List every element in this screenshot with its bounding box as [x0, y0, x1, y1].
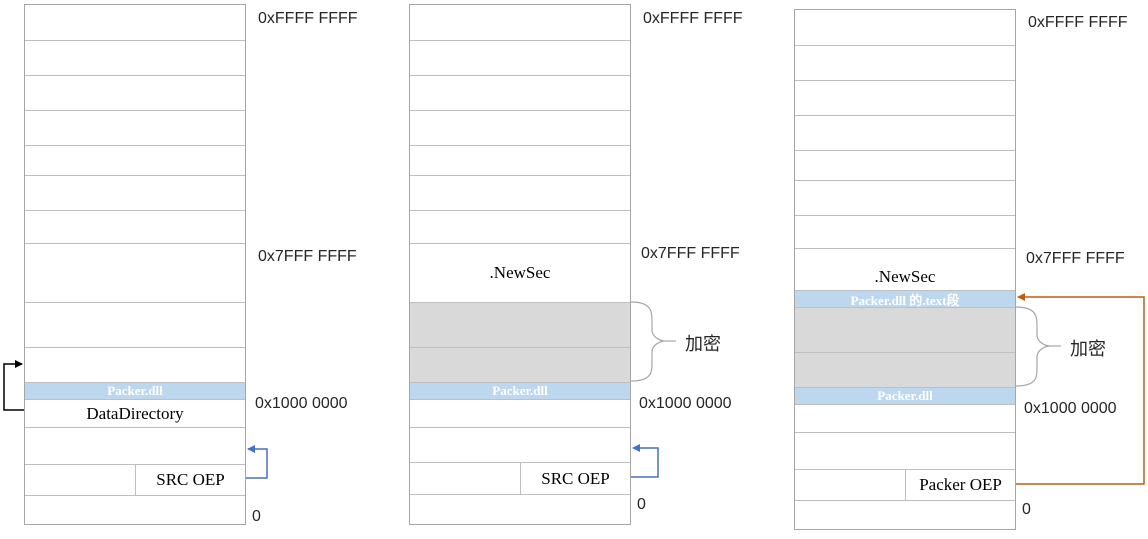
address-top: 0xFFFF FFFF — [258, 10, 358, 27]
memory-row — [795, 45, 1015, 80]
packer-oep-arrow — [1016, 293, 1145, 485]
memory-row — [410, 210, 630, 243]
memory-row — [25, 75, 245, 110]
memory-column-1: Packer.dll DataDirectory SRC OEP — [24, 4, 246, 525]
address-zero: 0 — [1022, 501, 1031, 518]
data-directory-label: DataDirectory — [86, 403, 184, 423]
packer-text-section: Packer.dll 的.text段 — [795, 290, 1015, 308]
new-sec-label: .NewSec — [489, 263, 551, 282]
encrypt-brace — [630, 301, 665, 382]
packer-dll-section: Packer.dll — [410, 382, 630, 399]
memory-row — [410, 110, 630, 145]
address-low: 0x1000 0000 — [255, 395, 348, 412]
memory-row — [25, 347, 245, 382]
encrypted-section — [410, 302, 630, 347]
memory-row — [795, 500, 1015, 531]
memory-row — [410, 145, 630, 175]
address-zero: 0 — [252, 508, 261, 525]
address-zero: 0 — [637, 496, 646, 513]
data-directory-row: DataDirectory — [25, 399, 245, 427]
src-oep-box: SRC OEP — [520, 463, 630, 494]
memory-row — [25, 40, 245, 75]
data-directory-arrow — [3, 360, 24, 411]
new-sec-label: .NewSec — [874, 266, 936, 286]
address-low: 0x1000 0000 — [639, 395, 732, 412]
packer-oep-row: Packer OEP — [795, 469, 1015, 500]
encrypted-section — [795, 352, 1015, 387]
src-oep-arrow — [631, 444, 659, 478]
memory-row — [795, 404, 1015, 432]
memory-row — [25, 110, 245, 145]
encrypt-label: 加密 — [1070, 339, 1106, 360]
memory-row — [795, 115, 1015, 150]
memory-row — [25, 175, 245, 210]
memory-row — [795, 180, 1015, 215]
memory-row — [410, 175, 630, 210]
memory-row — [410, 40, 630, 75]
packer-dll-label: Packer.dll — [492, 383, 548, 398]
memory-row — [25, 210, 245, 243]
memory-row — [795, 80, 1015, 115]
src-oep-row: SRC OEP — [410, 462, 630, 494]
memory-row — [795, 432, 1015, 469]
memory-row — [25, 427, 245, 464]
memory-row — [25, 5, 245, 40]
memory-row — [795, 150, 1015, 180]
address-mid: 0x7FFF FFFF — [258, 248, 357, 265]
packer-dll-label: Packer.dll — [107, 383, 163, 398]
memory-row — [410, 427, 630, 462]
packer-text-label: Packer.dll 的.text段 — [850, 292, 960, 308]
new-sec-row: .NewSec — [795, 248, 1015, 290]
memory-column-2: .NewSec Packer.dll SRC OEP — [409, 4, 631, 525]
encrypted-section — [410, 347, 630, 382]
address-mid: 0x7FFF FFFF — [1026, 250, 1125, 267]
memory-row — [795, 10, 1015, 45]
address-mid: 0x7FFF FFFF — [641, 245, 740, 262]
src-oep-arrow — [246, 445, 268, 479]
encrypt-brace — [1015, 306, 1050, 387]
memory-row — [25, 145, 245, 175]
encrypt-label: 加密 — [685, 334, 721, 355]
address-top: 0xFFFF FFFF — [643, 10, 743, 27]
memory-row — [410, 494, 630, 526]
memory-column-3: .NewSec Packer.dll 的.text段 Packer.dll Pa… — [794, 9, 1016, 530]
address-top: 0xFFFF FFFF — [1028, 14, 1128, 31]
packer-oep-box: Packer OEP — [905, 470, 1015, 500]
new-sec-row: .NewSec — [410, 243, 630, 302]
memory-row — [25, 243, 245, 302]
memory-row — [410, 5, 630, 40]
address-low: 0x1000 0000 — [1024, 400, 1117, 417]
packer-dll-section: Packer.dll — [795, 387, 1015, 404]
memory-row — [410, 75, 630, 110]
packer-dll-label: Packer.dll — [877, 388, 933, 403]
memory-row — [25, 302, 245, 347]
memory-row — [795, 215, 1015, 248]
encrypted-section — [795, 307, 1015, 352]
memory-row — [410, 399, 630, 427]
packer-dll-section: Packer.dll — [25, 382, 245, 399]
src-oep-row: SRC OEP — [25, 464, 245, 495]
memory-row — [25, 495, 245, 526]
src-oep-box: SRC OEP — [135, 465, 245, 495]
